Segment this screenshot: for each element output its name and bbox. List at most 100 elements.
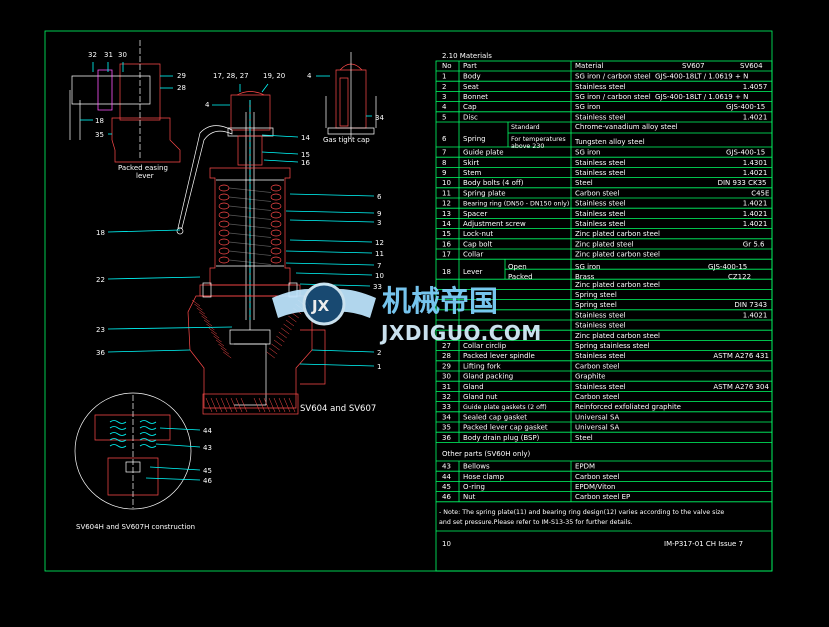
other-row-number: 43 (442, 463, 451, 471)
row-part: Guide plate gaskets (2 off) (463, 404, 547, 411)
callout-detail-label: 45 (203, 467, 212, 475)
note-line-1: - Note: The spring plate(11) and bearing… (439, 509, 724, 516)
row-material: Universal SA (575, 413, 620, 421)
callout-top-label: 34 (375, 114, 384, 122)
spring-coils (218, 184, 282, 265)
callout-right-label: 6 (377, 193, 382, 201)
other-row-material: EPDM/Viton (575, 483, 615, 491)
row-grade: GJS-400-15 (726, 149, 765, 157)
other-parts-title: Other parts (SV60H only) (442, 450, 530, 458)
callout-right-label: 14 (301, 134, 310, 142)
row-number: 9 (442, 169, 446, 177)
row-part: Lifting fork (463, 362, 502, 370)
row-material: Zinc plated carbon steel (575, 230, 660, 238)
header-sv604: SV604 (740, 62, 763, 70)
row-material: Stainless steel (575, 311, 626, 319)
watermark-chinese: 机械帝国 (382, 284, 498, 318)
row-part: Spring plate (463, 189, 506, 197)
row-number: 12 (442, 200, 451, 208)
materials-section-title: 2.10 Materials (442, 52, 492, 60)
row-material: Carbon steel (575, 189, 619, 197)
row-material: SG iron (575, 103, 600, 111)
other-row-number: 46 (442, 493, 451, 501)
note-line-2: and set pressure.Please refer to IM-S13-… (439, 519, 633, 526)
section-hatching (191, 299, 307, 413)
row-part: Spacer (463, 210, 487, 218)
row-material: SG iron / carbon steel (575, 93, 651, 101)
row6-mat1: Chrome-vanadium alloy steel (575, 123, 678, 131)
row-part: Skirt (463, 159, 479, 167)
callout-top-label: 17, 28, 27 (213, 72, 249, 80)
row-material: Stainless steel (575, 200, 626, 208)
row-number: 10 (442, 179, 451, 187)
row-part: Collar circlip (463, 342, 507, 350)
row-part: Bonnet (463, 93, 488, 101)
gas-tight-cap-detail: Gas tight cap (323, 52, 377, 144)
other-row-material: Carbon steel (575, 473, 619, 481)
row18-no: 18 (442, 268, 451, 276)
row-material: Spring stainless steel (575, 342, 650, 350)
header-material: Material (575, 62, 603, 70)
other-row-part: Nut (463, 493, 476, 501)
row-number: 29 (442, 362, 451, 370)
other-row-number: 45 (442, 483, 451, 491)
row-number: 31 (442, 383, 451, 391)
row-part: Packed lever spindle (463, 352, 535, 360)
row-material: Stainless steel (575, 352, 626, 360)
row18-mat2: Brass (575, 273, 595, 281)
row-material: Universal SA (575, 424, 620, 432)
callout-right-label: 16 (301, 159, 310, 167)
callout-top-label: 30 (118, 51, 127, 59)
row6-sub1: Standard (511, 124, 540, 131)
row-grade: 1.4301 (743, 159, 768, 167)
row-number: 8 (442, 159, 446, 167)
row-number: 27 (442, 342, 451, 350)
row-grade: DIN 933 CK35 (718, 179, 767, 187)
callout-top-label: 18 (95, 117, 104, 125)
other-row-material: Carbon steel EP (575, 493, 630, 501)
row-material: Graphite (575, 373, 605, 381)
row-material: Stainless steel (575, 322, 626, 330)
row-number: 4 (442, 103, 447, 111)
row-grade: Gr 5.6 (743, 240, 765, 248)
row-material: SG iron (575, 149, 600, 157)
row-grade: ASTM A276 304 (713, 383, 769, 391)
row-material: Stainless steel (575, 210, 626, 218)
row-part: Collar (463, 251, 483, 259)
row6-sub2b: above 230 (511, 143, 544, 150)
callout-top-label: 19, 20 (263, 72, 285, 80)
row-number: 32 (442, 393, 451, 401)
row-part: Cap bolt (463, 240, 493, 248)
packed-lever-detail: Packed easing lever (69, 40, 181, 180)
row-part: Body (463, 73, 481, 81)
row-number: 16 (442, 240, 451, 248)
row-part: Gland packing (463, 373, 513, 381)
row-grade: 1.4021 (743, 200, 768, 208)
callout-right-label: 7 (377, 262, 381, 270)
callout-right-label: 15 (301, 151, 310, 159)
row-material: Zinc plated carbon steel (575, 281, 660, 289)
row-part: Lock-nut (463, 230, 493, 238)
row-material: Zinc plated carbon steel (575, 251, 660, 259)
row-number: 15 (442, 230, 451, 238)
row-part: Adjustment screw (463, 220, 526, 228)
row6-no: 6 (442, 135, 447, 143)
row-grade: 1.4021 (743, 169, 768, 177)
row-number: 3 (442, 93, 446, 101)
row-part: Packed lever cap gasket (463, 424, 548, 432)
row6-part: Spring (463, 135, 486, 143)
table-grid-lines (436, 61, 772, 532)
row-material: Zinc plated carbon steel (575, 332, 660, 340)
callout-right-label: 11 (375, 250, 384, 258)
other-row-part: Bellows (463, 463, 490, 471)
page-number: 10 (442, 540, 451, 548)
row-number: 13 (442, 210, 451, 218)
row6-mat2: Tungsten alloy steel (574, 138, 645, 146)
row-number: 2 (442, 83, 446, 91)
row-grade: DIN 7343 (734, 301, 767, 309)
row-number: 34 (442, 413, 451, 421)
